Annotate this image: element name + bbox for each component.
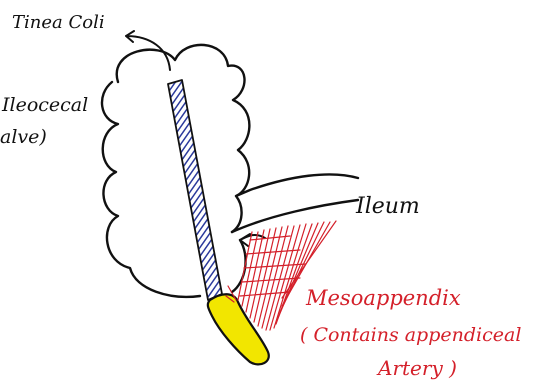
label-tinea-coli: Tinea Coli (12, 14, 105, 32)
cecum-lower-right (232, 240, 246, 292)
label-ileocecal-line1: Ileocecal (2, 96, 88, 115)
label-ileum: Ileum (356, 196, 420, 218)
ileum-tube (232, 200, 358, 232)
taenia-coli-band (168, 80, 222, 300)
label-artery: Artery ) (378, 358, 457, 378)
label-mesoappendix: Mesoappendix (306, 288, 461, 309)
cecum-outline (102, 45, 358, 297)
label-contains-appendiceal: ( Contains appendiceal (300, 326, 521, 345)
appendix (208, 294, 269, 364)
label-ileocecal-line2: alve) (0, 128, 47, 147)
